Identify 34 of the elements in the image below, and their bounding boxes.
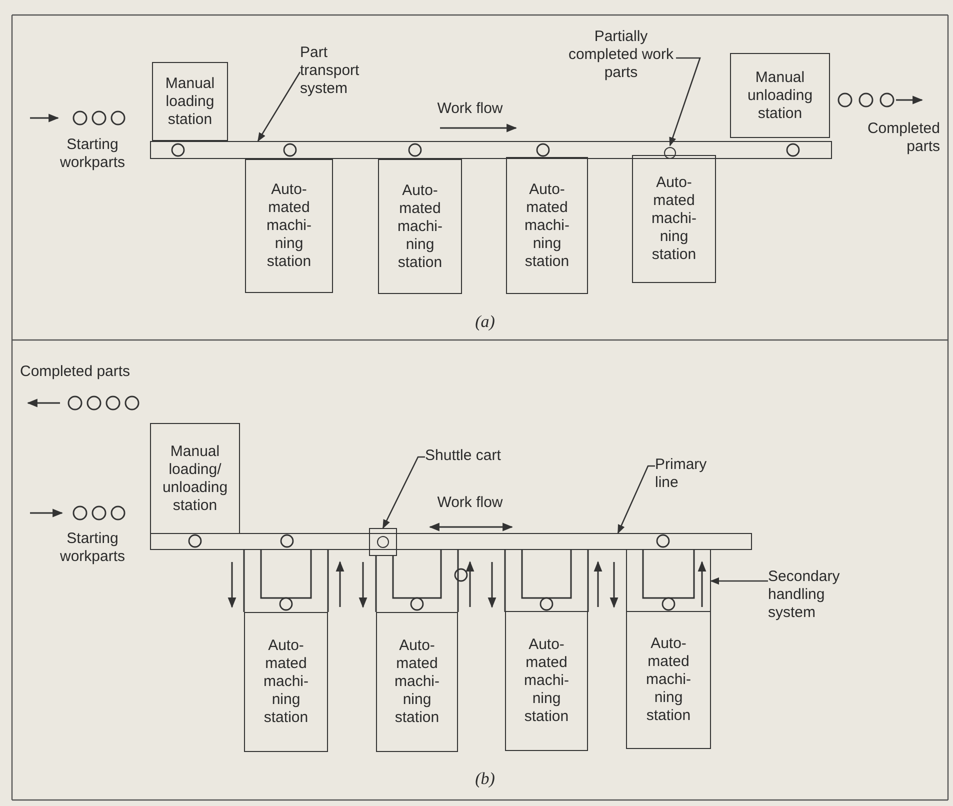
text-label: Starting workparts bbox=[58, 530, 126, 566]
station-box: Manual loading station bbox=[152, 62, 228, 141]
leader-line bbox=[617, 465, 655, 534]
text-label: Completed parts bbox=[20, 363, 132, 381]
shuttle-cart bbox=[369, 528, 397, 556]
leader-line bbox=[382, 456, 425, 529]
leader-line bbox=[710, 577, 768, 585]
panel-label: (b) bbox=[474, 770, 496, 788]
primary-line-bar bbox=[150, 533, 752, 550]
station-box: Manual unloading station bbox=[730, 53, 830, 138]
panel-label: (a) bbox=[474, 313, 496, 331]
station-box: Manual loading/ unloading station bbox=[150, 423, 240, 534]
leader-label: Shuttle cart bbox=[425, 447, 525, 467]
station-box: Auto- mated machi- ning station bbox=[245, 159, 333, 293]
station-box: Auto- mated machi- ning station bbox=[378, 159, 462, 294]
station-box: Auto- mated machi- ning station bbox=[244, 612, 328, 752]
leader-line bbox=[257, 72, 301, 142]
workpart-icon bbox=[664, 146, 676, 158]
text-label: Work flow bbox=[436, 494, 504, 512]
station-box: Auto- mated machi- ning station bbox=[626, 611, 711, 749]
station-box: Auto- mated machi- ning station bbox=[505, 611, 588, 751]
leader-label: Part transport system bbox=[300, 44, 388, 104]
leader-line bbox=[669, 57, 701, 146]
text-label: Work flow bbox=[436, 100, 504, 118]
handling-loop bbox=[626, 550, 711, 611]
transport-bar bbox=[150, 141, 832, 159]
leader-label: Primary line bbox=[655, 456, 720, 498]
text-label: Starting workparts bbox=[58, 136, 126, 172]
leader-label: Secondary handling system bbox=[768, 568, 863, 632]
text-label: Completed parts bbox=[866, 120, 940, 156]
leader-label: Partially completed work parts bbox=[566, 28, 676, 94]
station-box: Auto- mated machi- ning station bbox=[632, 155, 716, 283]
station-box: Auto- mated machi- ning station bbox=[506, 157, 588, 294]
station-box: Auto- mated machi- ning station bbox=[376, 612, 458, 752]
